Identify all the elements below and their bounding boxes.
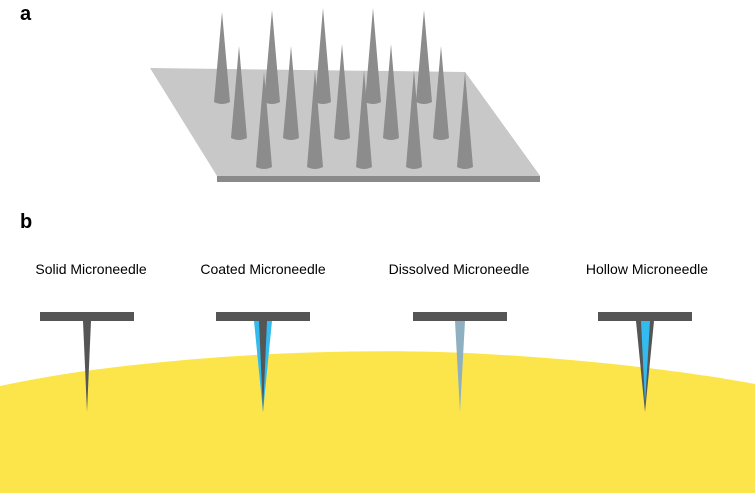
coated-microneedle-label: Coated Microneedle [200,261,326,277]
skin-layer [0,351,755,493]
needle-cones [214,8,473,169]
array-needle-cone [457,72,473,169]
array-needle-cone [416,10,432,104]
array-needle-cone [264,10,280,104]
solid-needle-base [40,312,134,321]
array-needle-cone [334,44,350,140]
coated-needle-shaft [259,321,267,412]
array-needle-cone [231,46,247,140]
array-needle-cone [283,46,299,140]
array-needle-cone [356,70,372,169]
hollow-microneedle [598,312,692,412]
array-needle-cone [406,70,422,169]
dissolved-microneedle-label: Dissolved Microneedle [388,261,530,277]
dissolved-microneedle [413,312,507,412]
array-needle-cone [214,12,230,104]
array-needle-cone [383,44,399,140]
array-needle-cone [315,8,331,104]
array-needle-cone [256,72,272,169]
patch-side-front [217,176,540,182]
coated-needle-base [216,312,310,321]
hollow-needle-lumen [641,321,650,404]
solid-needle-shaft [83,321,91,412]
hollow-needle-base [598,312,692,321]
array-needle-cone [433,46,449,140]
array-needle-cone [365,8,381,104]
panel-label-a: a [20,3,32,25]
panel-label-b: b [20,211,33,233]
solid-microneedle-label: Solid Microneedle [35,261,147,277]
dissolved-needle-shaft [455,321,465,412]
array-needle-cone [307,70,323,169]
microneedle-array-patch [150,8,540,182]
coated-microneedle [216,312,310,412]
solid-microneedle [40,312,134,412]
hollow-microneedle-label: Hollow Microneedle [585,261,709,277]
dissolved-needle-base [413,312,507,321]
